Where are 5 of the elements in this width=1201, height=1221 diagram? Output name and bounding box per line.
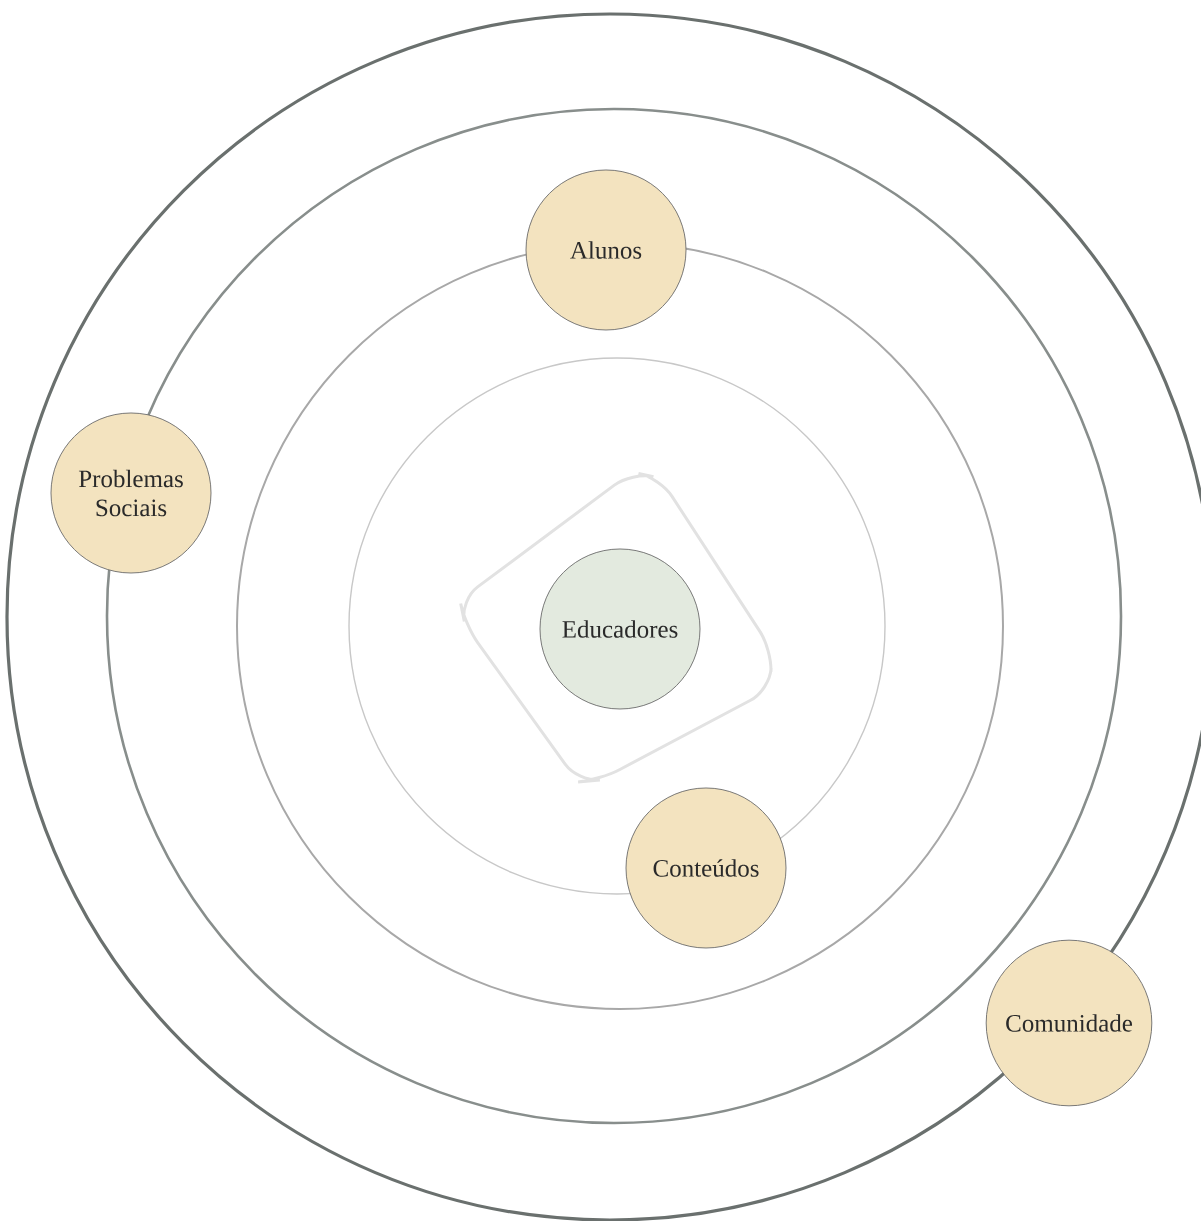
circle-node: Educadores <box>539 548 701 710</box>
circle-node: Alunos <box>525 169 687 331</box>
circle-node: Conteúdos <box>625 787 787 949</box>
circle-node: Comunidade <box>985 939 1153 1107</box>
circle-node: Problemas Sociais <box>50 412 212 574</box>
